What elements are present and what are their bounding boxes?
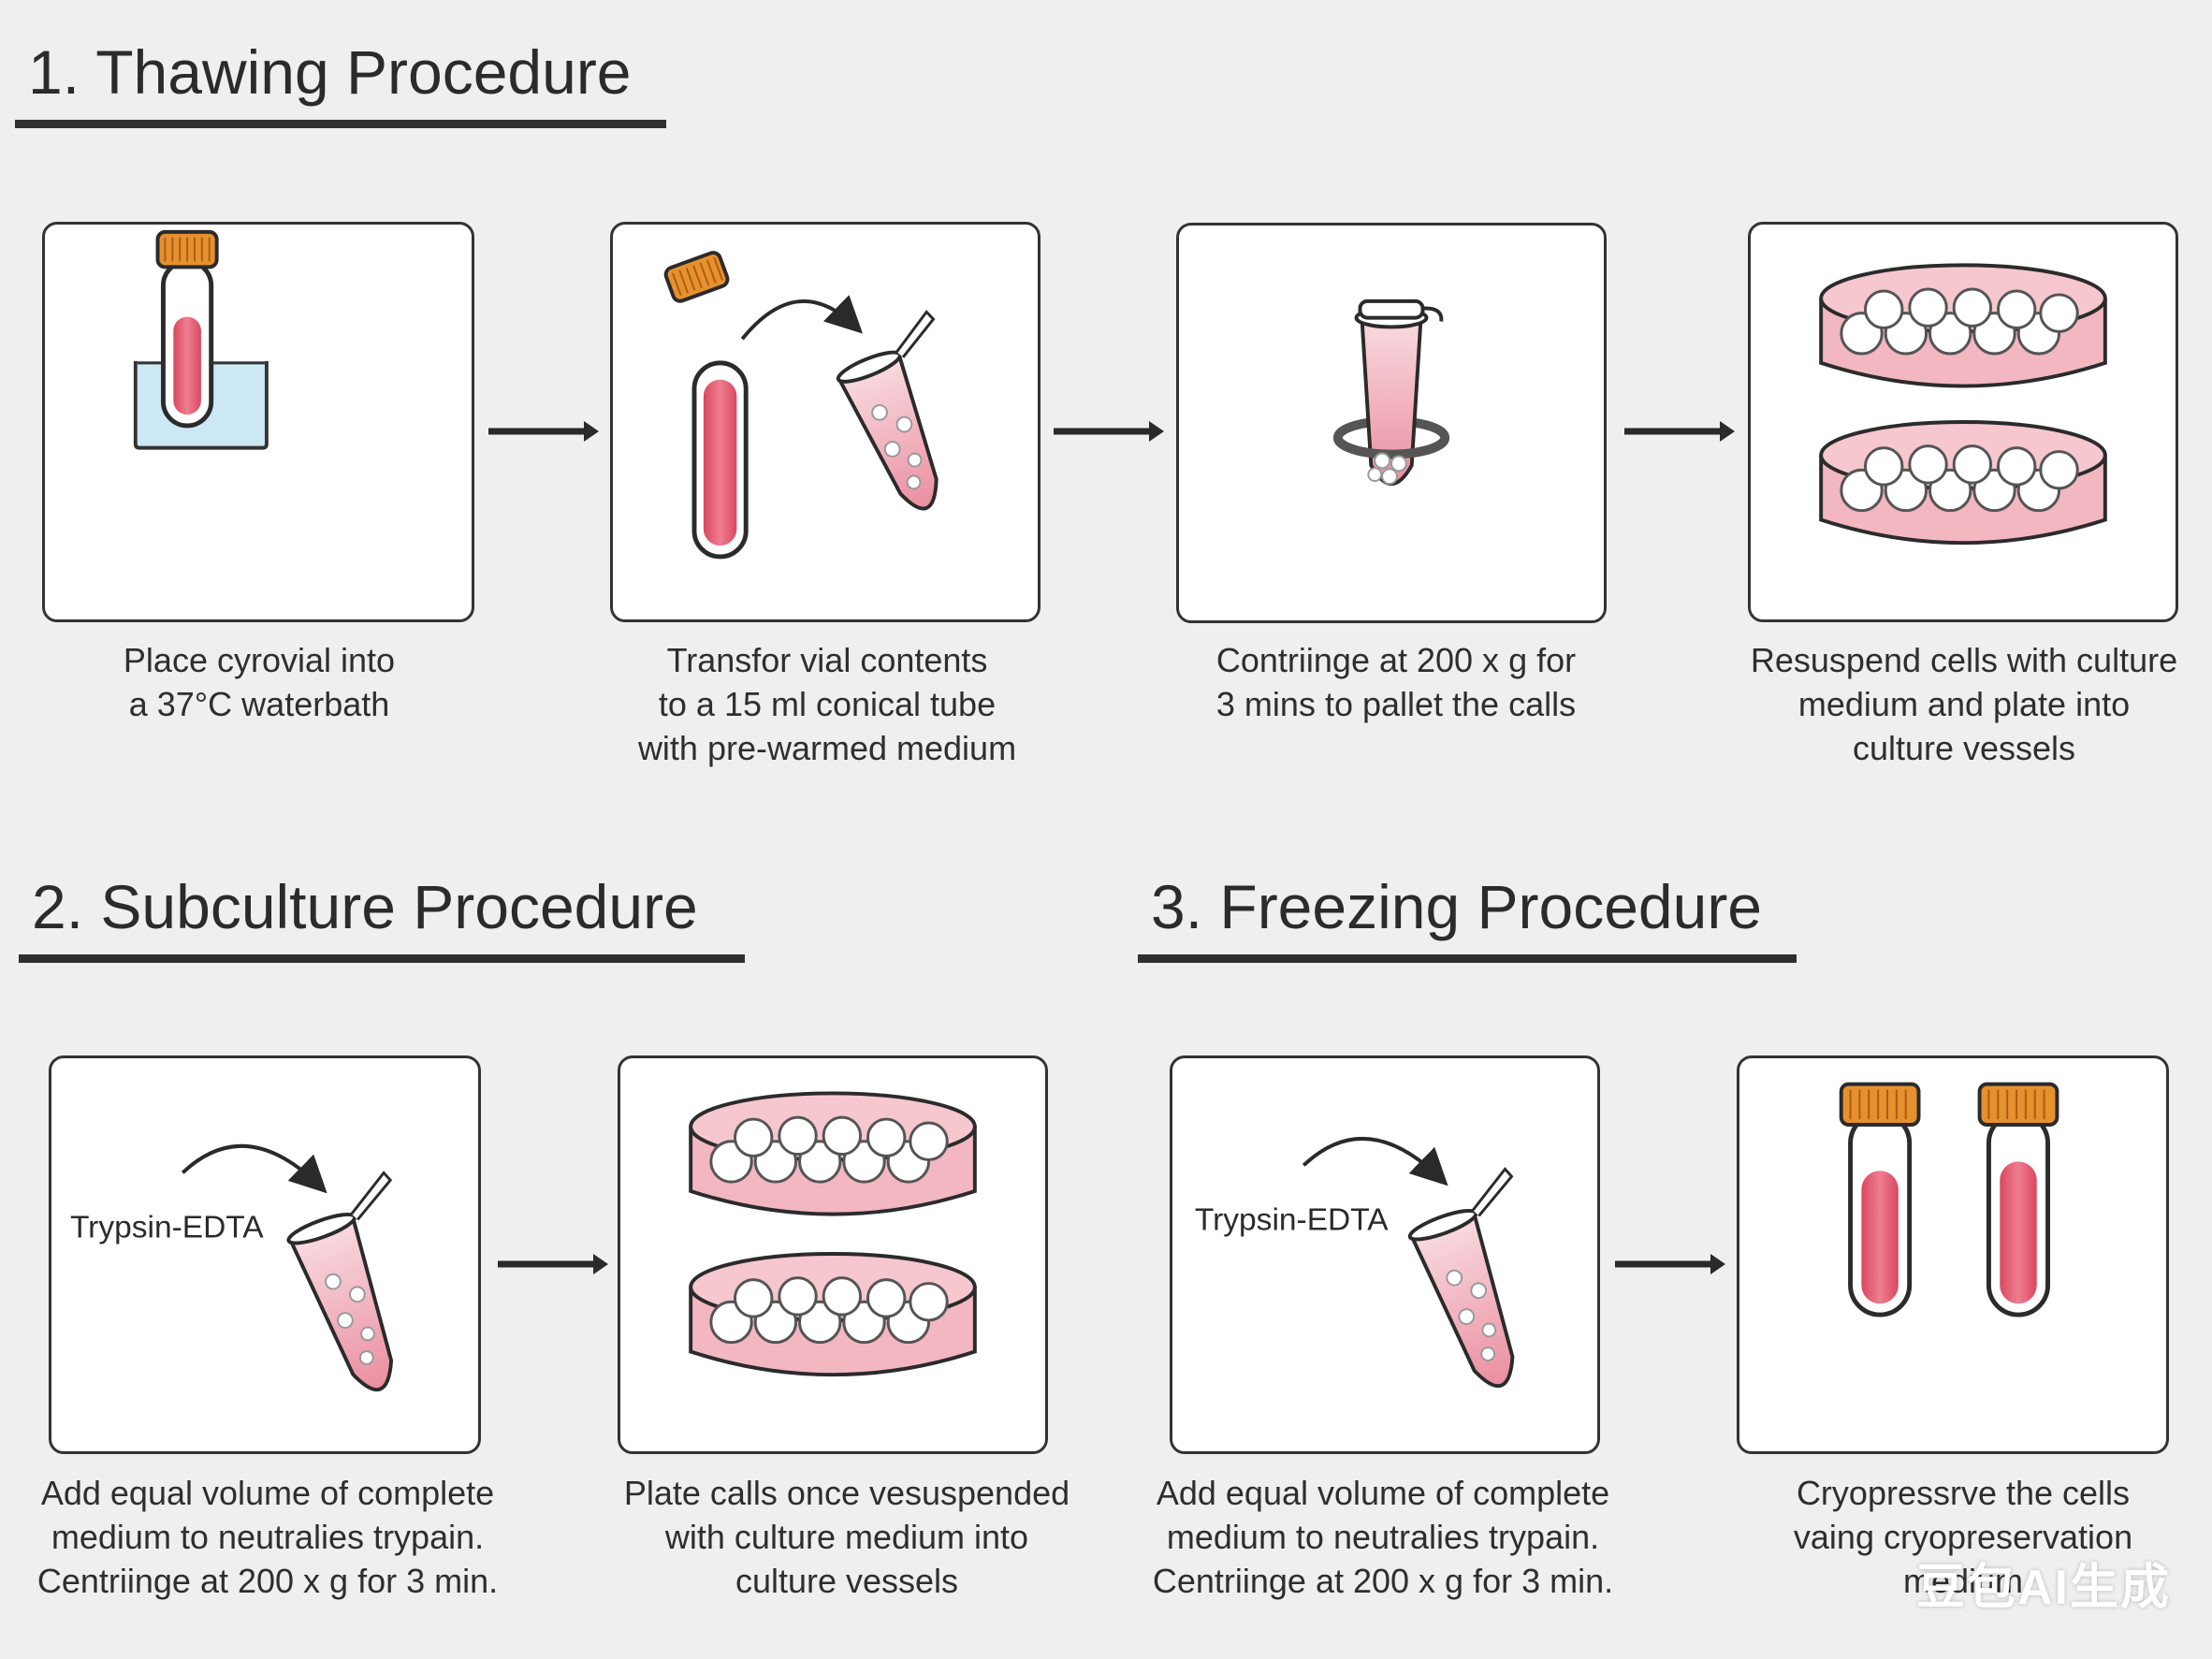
subculture-reagent-label: Trypsin-EDTA xyxy=(70,1210,264,1244)
centrifuge-tube-icon xyxy=(1332,298,1450,486)
subculture-step-2-panel xyxy=(618,1055,1048,1454)
thawing-arrow-2 xyxy=(1052,417,1164,445)
freezing-section-title: 3. Freezing Procedure xyxy=(1151,872,1763,941)
thawing-step-4-panel xyxy=(1748,222,2178,622)
freezing-arrow xyxy=(1613,1250,1725,1278)
freezing-step-1-caption: Add equal volume of complete medium to n… xyxy=(1152,1474,1614,1600)
freezing-step-1-panel: Trypsin-EDTA xyxy=(1170,1055,1600,1454)
subculture-arrow xyxy=(496,1250,608,1278)
thawing-step-2-caption: Transfor vial contents to a 15 ml conica… xyxy=(637,641,1017,767)
thawing-step-3-caption: Contriinge at 200 x g for 3 mins to pall… xyxy=(1215,641,1577,723)
thawing-title-underline xyxy=(15,120,666,128)
cryovial-in-waterbath-icon xyxy=(133,229,269,450)
freezing-step-2-panel xyxy=(1737,1055,2169,1454)
thawing-section-title: 1. Thawing Procedure xyxy=(28,37,632,107)
freezing-reagent-label: Trypsin-EDTA xyxy=(1195,1202,1389,1237)
trypsin-tube-icon: Trypsin-EDTA xyxy=(70,1143,394,1392)
thawing-step-4-caption: Resuspend cells with culture medium and … xyxy=(1750,641,2178,767)
thawing-step-1-panel xyxy=(42,222,474,622)
subculture-title-underline xyxy=(19,954,745,963)
subculture-step-1-caption: Add equal volume of complete medium to n… xyxy=(36,1474,499,1600)
thawing-step-1-caption: Place cyrovial into a 37°C waterbath xyxy=(123,641,396,723)
thawing-step-3-panel xyxy=(1176,223,1607,623)
subculture-section-title: 2. Subculture Procedure xyxy=(32,872,698,941)
freezing-title-underline xyxy=(1138,954,1797,963)
thawing-step-2-panel xyxy=(610,222,1041,622)
trypsin-tube-icon: Trypsin-EDTA xyxy=(1195,1137,1515,1389)
thawing-arrow-3 xyxy=(1623,417,1735,445)
transfer-to-tube-icon xyxy=(663,251,939,560)
subculture-step-1-panel: Trypsin-EDTA xyxy=(49,1055,481,1454)
freezing-step-2-caption: Cryopressrve the cells vaing cryopreserv… xyxy=(1793,1474,2133,1600)
ai-generated-watermark: 豆包AI生成 xyxy=(1915,1561,2171,1615)
subculture-step-2-caption: Plate calls once vesuspended with cultur… xyxy=(623,1474,1070,1600)
culture-dishes-icon xyxy=(1819,263,2107,546)
thawing-arrow-1 xyxy=(487,417,599,445)
cryovials-icon xyxy=(1839,1082,2059,1317)
culture-dishes-icon xyxy=(689,1091,977,1377)
